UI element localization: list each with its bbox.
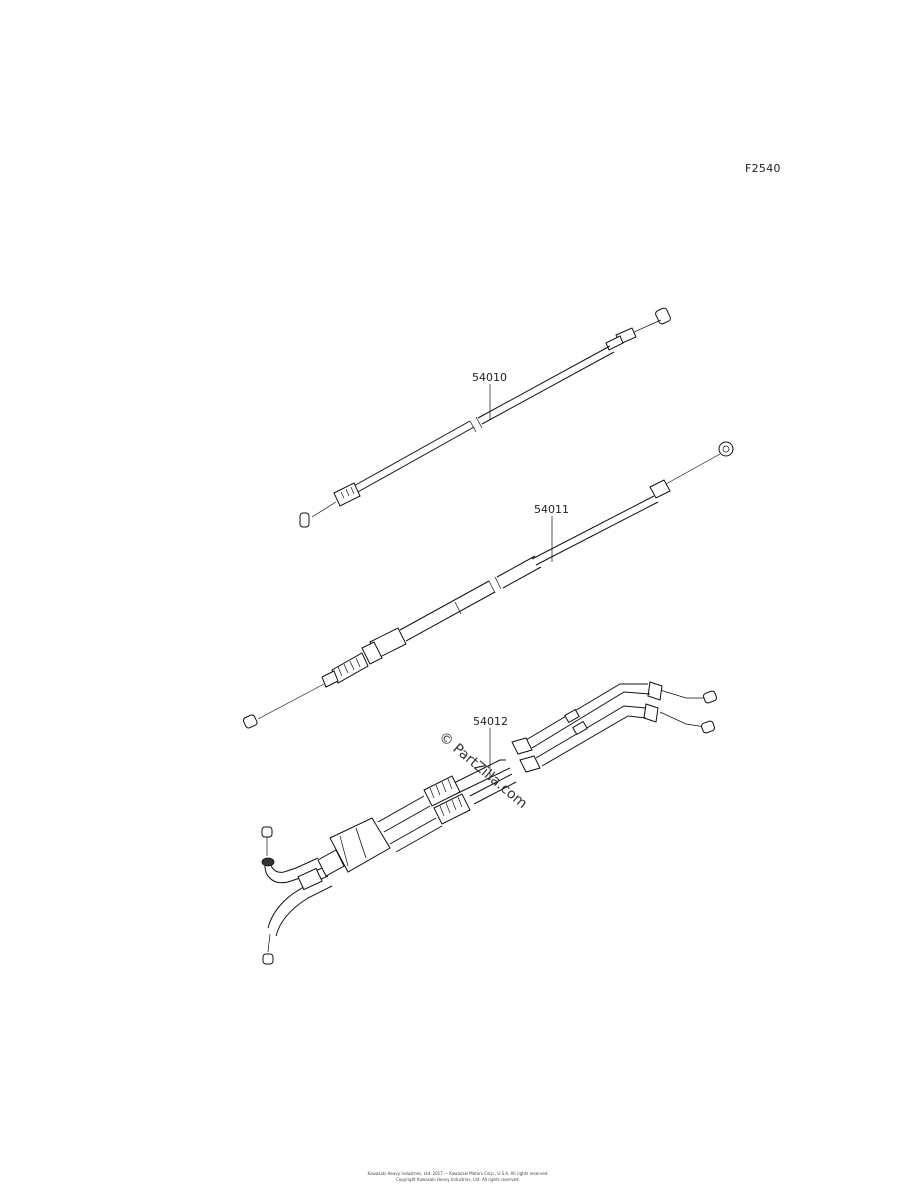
part-label-54010: 54010 (472, 371, 507, 384)
part-label-54012: 54012 (473, 715, 508, 728)
cable-54010[interactable]: 54010 (299, 307, 671, 528)
cable-54012[interactable]: 54012 (261, 681, 718, 965)
cable-54011[interactable]: 54011 (242, 441, 734, 729)
footer-copyright-line2: Copyright Kawasaki Heavy Industries, Ltd… (396, 1177, 520, 1182)
diagram-reference-code: F2540 (745, 162, 781, 175)
part-label-54011: 54011 (534, 503, 569, 516)
footer-copyright-line1: Kawasaki Heavy Industries, Ltd. 2017 — K… (368, 1171, 549, 1176)
